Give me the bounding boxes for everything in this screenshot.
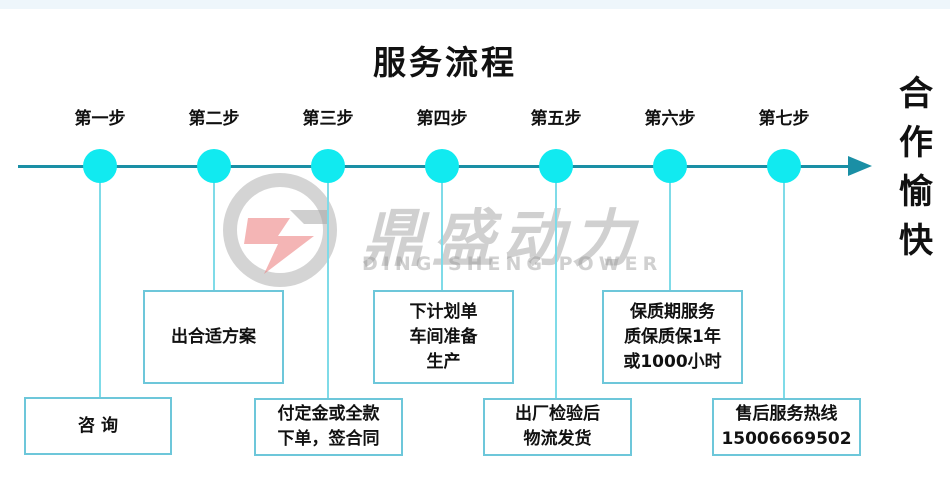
step-node-6	[653, 149, 687, 183]
watermark-cn: 鼎盛动力	[362, 202, 643, 275]
step-label-3: 第三步	[302, 109, 354, 129]
diagram-title: 服务流程	[373, 43, 517, 82]
connector-5	[555, 166, 557, 400]
step-box-line: 15006669502	[721, 429, 852, 449]
brand-logo-watermark	[223, 173, 337, 287]
side-title-char: 作	[899, 123, 933, 163]
step-box-line: 出合适方案	[171, 326, 256, 347]
step-box-line: 物流发货	[523, 429, 592, 449]
watermark-en: DING SHENG POWER	[362, 253, 663, 275]
step-box-line: 质保质保1年	[624, 326, 721, 347]
step-node-2	[197, 149, 231, 183]
step-label-4: 第四步	[416, 109, 468, 129]
top-band	[0, 0, 950, 9]
step-box-line: 下计划单	[409, 301, 478, 322]
timeline-arrowhead	[848, 156, 872, 176]
step-label-2: 第二步	[188, 109, 240, 129]
step-box-line: 出厂检验后	[515, 404, 600, 424]
step-node-3	[311, 149, 345, 183]
step-box-5: 出厂检验后 物流发货	[483, 398, 632, 456]
step-box-line: 咨 询	[78, 415, 118, 436]
step-box-line: 付定金或全款	[277, 404, 380, 424]
step-box-line: 车间准备	[409, 326, 478, 347]
step-box-line: 或1000小时	[623, 351, 722, 372]
connector-1	[99, 166, 101, 398]
step-box-line: 保质期服务	[629, 301, 715, 322]
step-label-7: 第七步	[758, 109, 810, 129]
step-node-7	[767, 149, 801, 183]
step-label-1: 第一步	[74, 109, 126, 129]
connector-4	[441, 166, 443, 292]
step-box-line: 售后服务热线	[735, 404, 838, 424]
side-title-char: 快	[899, 221, 933, 261]
step-node-5	[539, 149, 573, 183]
step-node-4	[425, 149, 459, 183]
step-box-4: 下计划单 车间准备 生产	[373, 290, 514, 384]
side-title: 合 作 愉 快	[888, 70, 944, 266]
step-node-1	[83, 149, 117, 183]
step-box-7: 售后服务热线 15006669502	[712, 398, 861, 456]
step-label-6: 第六步	[644, 109, 696, 129]
step-box-2: 出合适方案	[143, 290, 284, 384]
step-label-5: 第五步	[530, 109, 582, 129]
side-title-char: 合	[899, 74, 933, 114]
step-box-3: 付定金或全款 下单，签合同	[254, 398, 403, 456]
step-box-1: 咨 询	[24, 397, 172, 455]
connector-7	[783, 166, 785, 400]
connector-3	[327, 166, 329, 400]
side-title-char: 愉	[899, 172, 933, 212]
step-box-line: 生产	[426, 351, 461, 372]
connector-6	[669, 166, 671, 292]
step-box-6: 保质期服务 质保质保1年 或1000小时	[602, 290, 743, 384]
step-box-line: 下单，签合同	[277, 429, 380, 449]
connector-2	[213, 166, 215, 292]
